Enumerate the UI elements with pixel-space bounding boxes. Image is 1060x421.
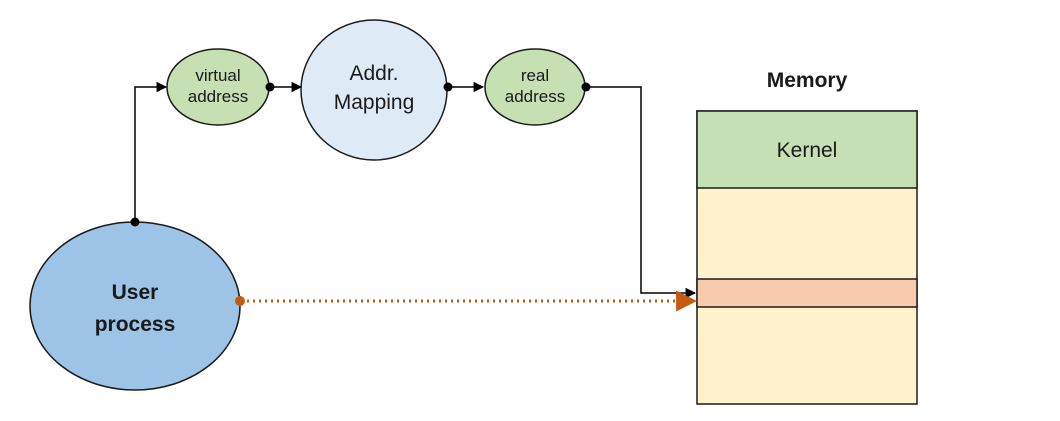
kernel-label: Kernel <box>777 139 838 162</box>
user-process-line2: process <box>95 313 176 336</box>
user-process-shape <box>29 221 241 391</box>
addr-mapping-shape <box>300 19 448 161</box>
addr-mapping-line1: Addr. <box>349 62 398 85</box>
memory-block: Memory Kernel <box>696 69 918 405</box>
user-process-line1: User <box>112 281 159 304</box>
dot-user-top <box>130 217 140 227</box>
mapped-page-region <box>696 278 918 308</box>
memory-title: Memory <box>767 69 848 92</box>
addr-mapping-line2: Mapping <box>334 91 415 114</box>
dot-user-right <box>235 296 245 306</box>
virtual-address-node: virtual address <box>166 48 270 126</box>
junction-dots <box>130 82 591 306</box>
real-address-line2: address <box>505 87 565 106</box>
real-address-line1: real <box>521 66 549 85</box>
virtual-address-line2: address <box>188 87 248 106</box>
real-address-node: real address <box>484 48 586 126</box>
user-process-node: User process <box>29 221 241 391</box>
edge-user-to-virtual <box>134 81 168 222</box>
dot-real-right <box>581 82 591 92</box>
dot-mapping-right <box>443 82 453 92</box>
kernel-region <box>696 110 918 189</box>
virtual-address-line1: virtual <box>195 66 240 85</box>
addr-mapping-node: Addr. Mapping <box>300 19 448 161</box>
dot-virtual-right <box>265 82 275 92</box>
edge-real-to-memory <box>585 86 697 299</box>
connectors <box>134 81 698 312</box>
